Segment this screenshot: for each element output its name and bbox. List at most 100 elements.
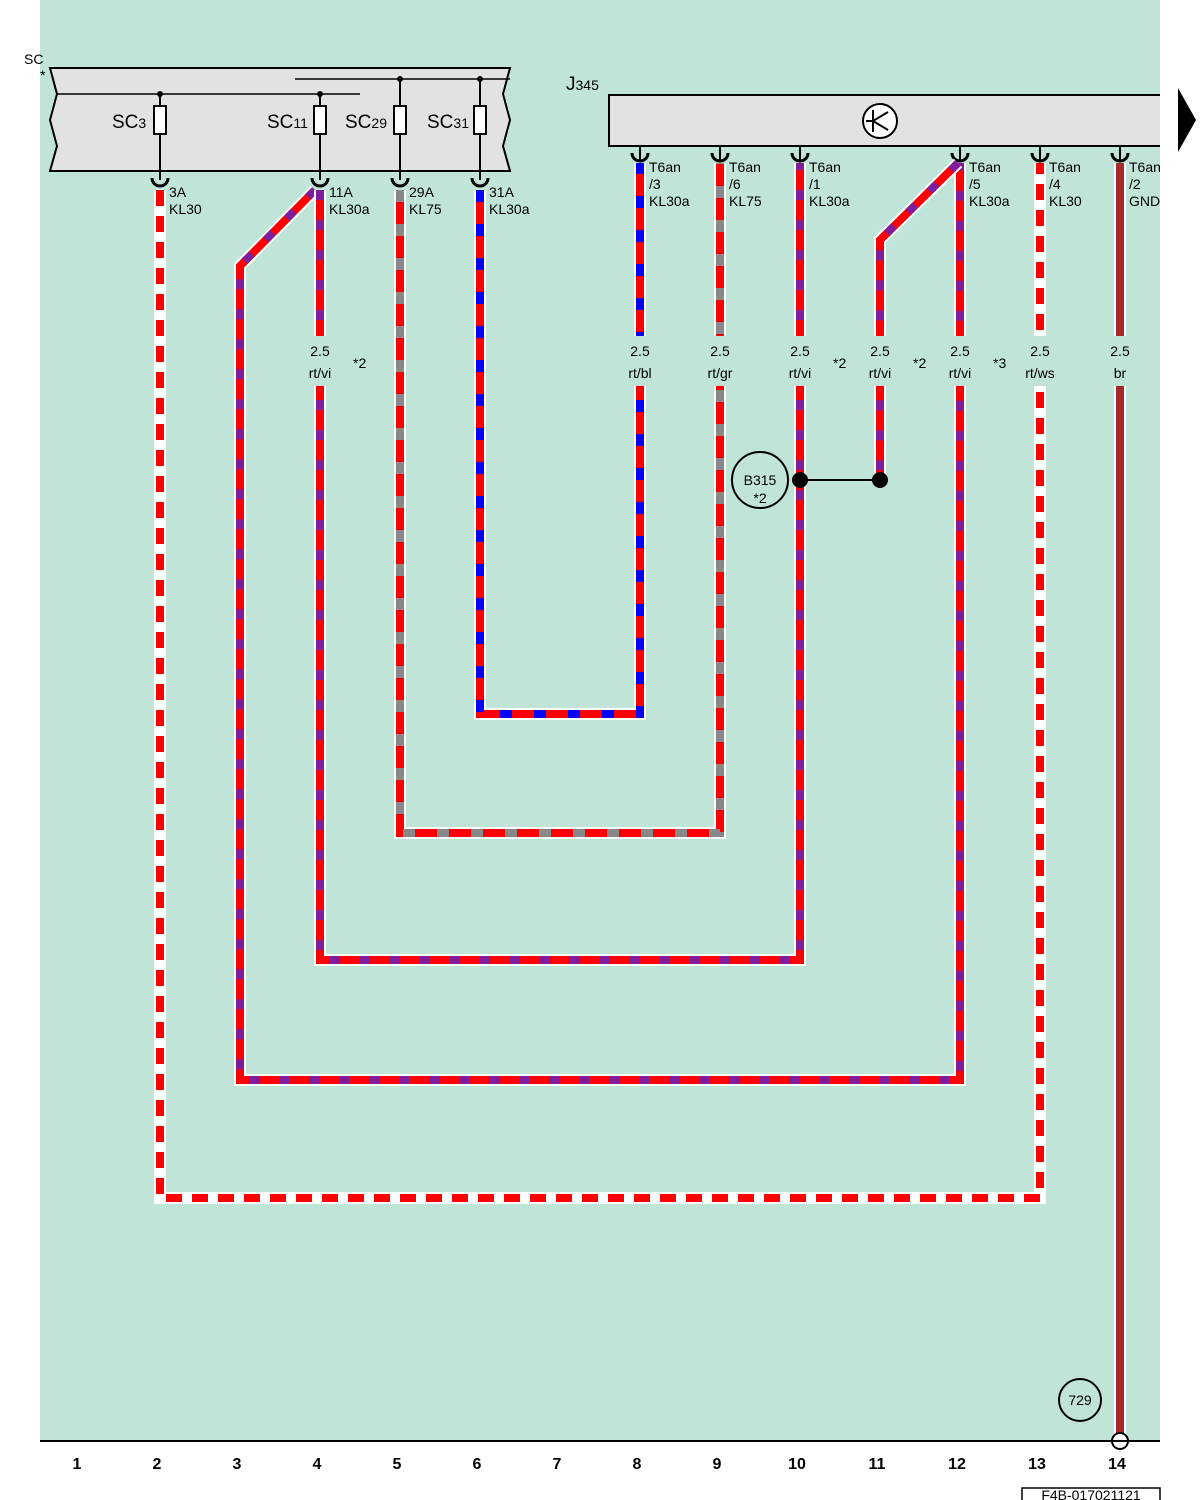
module-pin-10: T6an /1 KL30a xyxy=(809,159,850,209)
module-pin-14: T6an /2 GND xyxy=(1129,159,1161,209)
splice-label: B315 xyxy=(744,472,777,488)
svg-text:GND: GND xyxy=(1129,193,1160,209)
svg-text:rt/ws: rt/ws xyxy=(1025,365,1055,381)
svg-text:*3: *3 xyxy=(993,355,1006,371)
svg-text:rt/vi: rt/vi xyxy=(309,365,332,381)
svg-text:rt/gr: rt/gr xyxy=(708,365,733,381)
fuse-sc31 xyxy=(473,105,487,135)
module-pin-13: T6an /4 KL30 xyxy=(1049,159,1082,209)
svg-text:2.5: 2.5 xyxy=(870,343,890,359)
svg-text:/1: /1 xyxy=(809,176,821,192)
doc-id: F4B-017021121 xyxy=(1041,1487,1141,1500)
fuse-sc31-pin: 31A xyxy=(489,184,515,200)
fusebox-label: SC xyxy=(24,51,43,67)
svg-text:T6an: T6an xyxy=(1129,159,1161,175)
wire-label-col10: 2.5 rt/vi *2 xyxy=(789,343,847,381)
fuse-sc31-label: SC31 xyxy=(427,112,469,133)
wire-rt-vi-inner xyxy=(314,163,806,966)
fuse-sc11-pin: 11A xyxy=(329,184,354,200)
svg-text:5: 5 xyxy=(393,1456,402,1473)
doc-id-box xyxy=(1021,1487,1161,1500)
module-pin-8: T6an /3 KL30a xyxy=(649,159,690,209)
wire-rt-vi-branch xyxy=(874,158,963,480)
wire-rt-ws xyxy=(154,163,1046,1204)
wire-label-col8: 2.5 rt/bl xyxy=(628,343,651,381)
svg-text:br: br xyxy=(1114,365,1127,381)
svg-text:6: 6 xyxy=(473,1456,482,1473)
splice-note: *2 xyxy=(753,490,766,506)
fuse-sc11-label: SC11 xyxy=(267,112,308,133)
svg-text:rt/vi: rt/vi xyxy=(869,365,892,381)
column-numbers: 1 2 3 4 5 6 7 8 9 10 11 12 13 14 xyxy=(73,1456,1126,1473)
fuse-box: SC * SC3 SC11 SC29 SC31 3A KL30 11A KL30… xyxy=(24,51,530,217)
fuse-sc11-term: KL30a xyxy=(329,201,370,217)
svg-text:/5: /5 xyxy=(969,176,981,192)
svg-text:/4: /4 xyxy=(1049,176,1061,192)
svg-text:11: 11 xyxy=(869,1456,886,1473)
svg-text:/6: /6 xyxy=(729,176,741,192)
svg-text:KL30: KL30 xyxy=(1049,193,1082,209)
svg-text:13: 13 xyxy=(1028,1456,1046,1473)
svg-text:KL75: KL75 xyxy=(729,193,762,209)
svg-text:T6an: T6an xyxy=(649,159,681,175)
control-module: J345 T6an /3 KL30a T6an /6 xyxy=(566,74,1196,209)
svg-text:2: 2 xyxy=(153,1456,162,1473)
svg-text:rt/vi: rt/vi xyxy=(949,365,972,381)
svg-text:KL30a: KL30a xyxy=(969,193,1010,209)
svg-text:*2: *2 xyxy=(913,355,926,371)
wire-label-gaps xyxy=(300,336,1140,386)
svg-text:/2: /2 xyxy=(1129,176,1141,192)
module-label: J345 xyxy=(566,74,599,95)
fuse-sc3-label: SC3 xyxy=(112,112,146,133)
fuse-sc3 xyxy=(153,105,167,135)
svg-text:14: 14 xyxy=(1108,1456,1126,1473)
svg-text:10: 10 xyxy=(788,1456,806,1473)
svg-text:rt/vi: rt/vi xyxy=(789,365,812,381)
svg-text:*2: *2 xyxy=(353,355,366,371)
fuse-sc29-pin: 29A xyxy=(409,184,435,200)
fuse-sc3-pin: 3A xyxy=(169,184,187,200)
wire-rt-bl xyxy=(474,163,646,720)
svg-text:2.5: 2.5 xyxy=(950,343,970,359)
svg-text:rt/bl: rt/bl xyxy=(628,365,651,381)
fuse-sc3-term: KL30 xyxy=(169,201,202,217)
svg-text:/3: /3 xyxy=(649,176,661,192)
fuse-sc29 xyxy=(393,105,407,135)
svg-text:12: 12 xyxy=(948,1456,966,1473)
fuse-sc29-term: KL75 xyxy=(409,201,442,217)
wire-label-col11: 2.5 rt/vi *2 xyxy=(869,343,927,381)
svg-text:T6an: T6an xyxy=(1049,159,1081,175)
svg-text:2.5: 2.5 xyxy=(1110,343,1130,359)
wire-label-col4: 2.5 rt/vi *2 xyxy=(309,343,367,381)
svg-text:T6an: T6an xyxy=(729,159,761,175)
svg-text:3: 3 xyxy=(233,1456,242,1473)
svg-text:T6an: T6an xyxy=(969,159,1001,175)
wire-label-col12: 2.5 rt/vi *3 xyxy=(949,343,1007,381)
svg-text:7: 7 xyxy=(553,1456,562,1473)
svg-text:KL30a: KL30a xyxy=(809,193,850,209)
wire-label-col14: 2.5 br xyxy=(1110,343,1130,381)
wire-label-col13: 2.5 rt/ws xyxy=(1025,343,1055,381)
wire-rt-gr xyxy=(394,163,726,839)
svg-text:*2: *2 xyxy=(833,355,846,371)
svg-text:1: 1 xyxy=(73,1456,82,1473)
splice-b315: B315 *2 xyxy=(731,451,888,509)
svg-text:2.5: 2.5 xyxy=(310,343,330,359)
module-pin-9: T6an /6 KL75 xyxy=(729,159,762,209)
fuse-sc11 xyxy=(313,105,327,135)
svg-text:4: 4 xyxy=(313,1456,322,1473)
module-pin-12: T6an /5 KL30a xyxy=(969,159,1010,209)
svg-text:T6an: T6an xyxy=(809,159,841,175)
arrow-right-icon xyxy=(1178,88,1196,152)
svg-text:KL30a: KL30a xyxy=(649,193,690,209)
ground-label: 729 xyxy=(1068,1392,1092,1408)
fusebox-asterisk: * xyxy=(40,67,46,83)
fuse-sc31-term: KL30a xyxy=(489,201,530,217)
svg-text:2.5: 2.5 xyxy=(790,343,810,359)
wire-rt-vi-outer xyxy=(234,163,966,1086)
transistor-icon xyxy=(862,103,898,139)
svg-text:2.5: 2.5 xyxy=(1030,343,1050,359)
wire-label-col9: 2.5 rt/gr xyxy=(708,343,733,381)
fuse-sc29-label: SC29 xyxy=(345,112,387,133)
